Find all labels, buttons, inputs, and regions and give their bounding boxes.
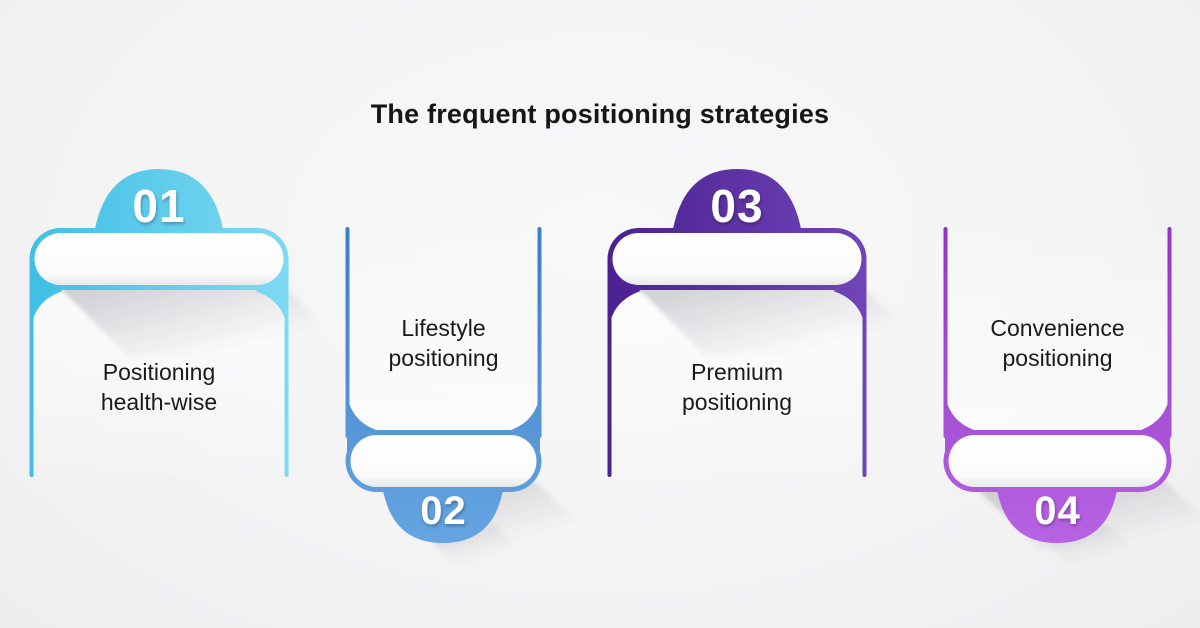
card-interior [349,235,538,431]
card-interior [947,235,1168,431]
card-number-badge: 03 [710,180,764,232]
card-label-line1: Premium [690,359,783,385]
card-label-line1: Convenience [990,315,1125,341]
card-shape-graphic [29,169,353,477]
card-label-line1: Positioning [102,359,216,385]
web-right [255,266,287,328]
strategy-card-3: 03 Premium positioning [607,167,931,477]
card-label-line2: health-wise [100,389,218,415]
white-pill [34,233,284,285]
card-label: Premium positioning [607,357,867,417]
card-label-line2: positioning [682,389,792,415]
card-shape-graphic [345,227,605,565]
strategy-card-4: 04 Convenience positioning [943,227,1200,565]
card-number-badge: 01 [132,180,186,232]
card-number-badge: 02 [420,489,467,533]
web-right [833,266,865,328]
number-dome [95,169,223,229]
web-left [347,394,379,456]
card-label: Lifestyle positioning [345,313,542,373]
web-left [609,266,641,328]
card-label: Convenience positioning [943,313,1172,373]
strategy-card-1: 01 Positioning health-wise [29,167,353,477]
frame-line-left [345,227,350,438]
web-left [945,394,977,456]
card-shape-graphic [943,227,1200,565]
strategy-card-2: 02 Lifestyle positioning [345,227,605,565]
frame-line-left [607,259,612,477]
card-label: Positioning health-wise [29,357,289,417]
frame-line-right [284,259,289,477]
number-dome [383,490,503,543]
card-shape-graphic [607,169,931,477]
white-pill [948,435,1167,487]
white-pill [350,435,537,487]
white-pill [612,233,862,285]
page-title: The frequent positioning strategies [370,99,830,129]
web-right [1138,394,1170,456]
frame-line-right [862,259,867,477]
card-label-line1: Lifestyle [401,315,486,341]
card-label-line2: positioning [388,345,499,371]
number-dome [673,169,801,229]
frame-line-right [537,227,542,438]
web-right [508,394,540,456]
frame-line-right [1167,227,1172,438]
number-dome [997,490,1117,543]
frame-line-left [943,227,948,438]
card-label-line2: positioning [1002,345,1113,371]
frame-line-left [29,259,34,477]
card-number-badge: 04 [1034,489,1081,533]
web-left [31,266,63,328]
